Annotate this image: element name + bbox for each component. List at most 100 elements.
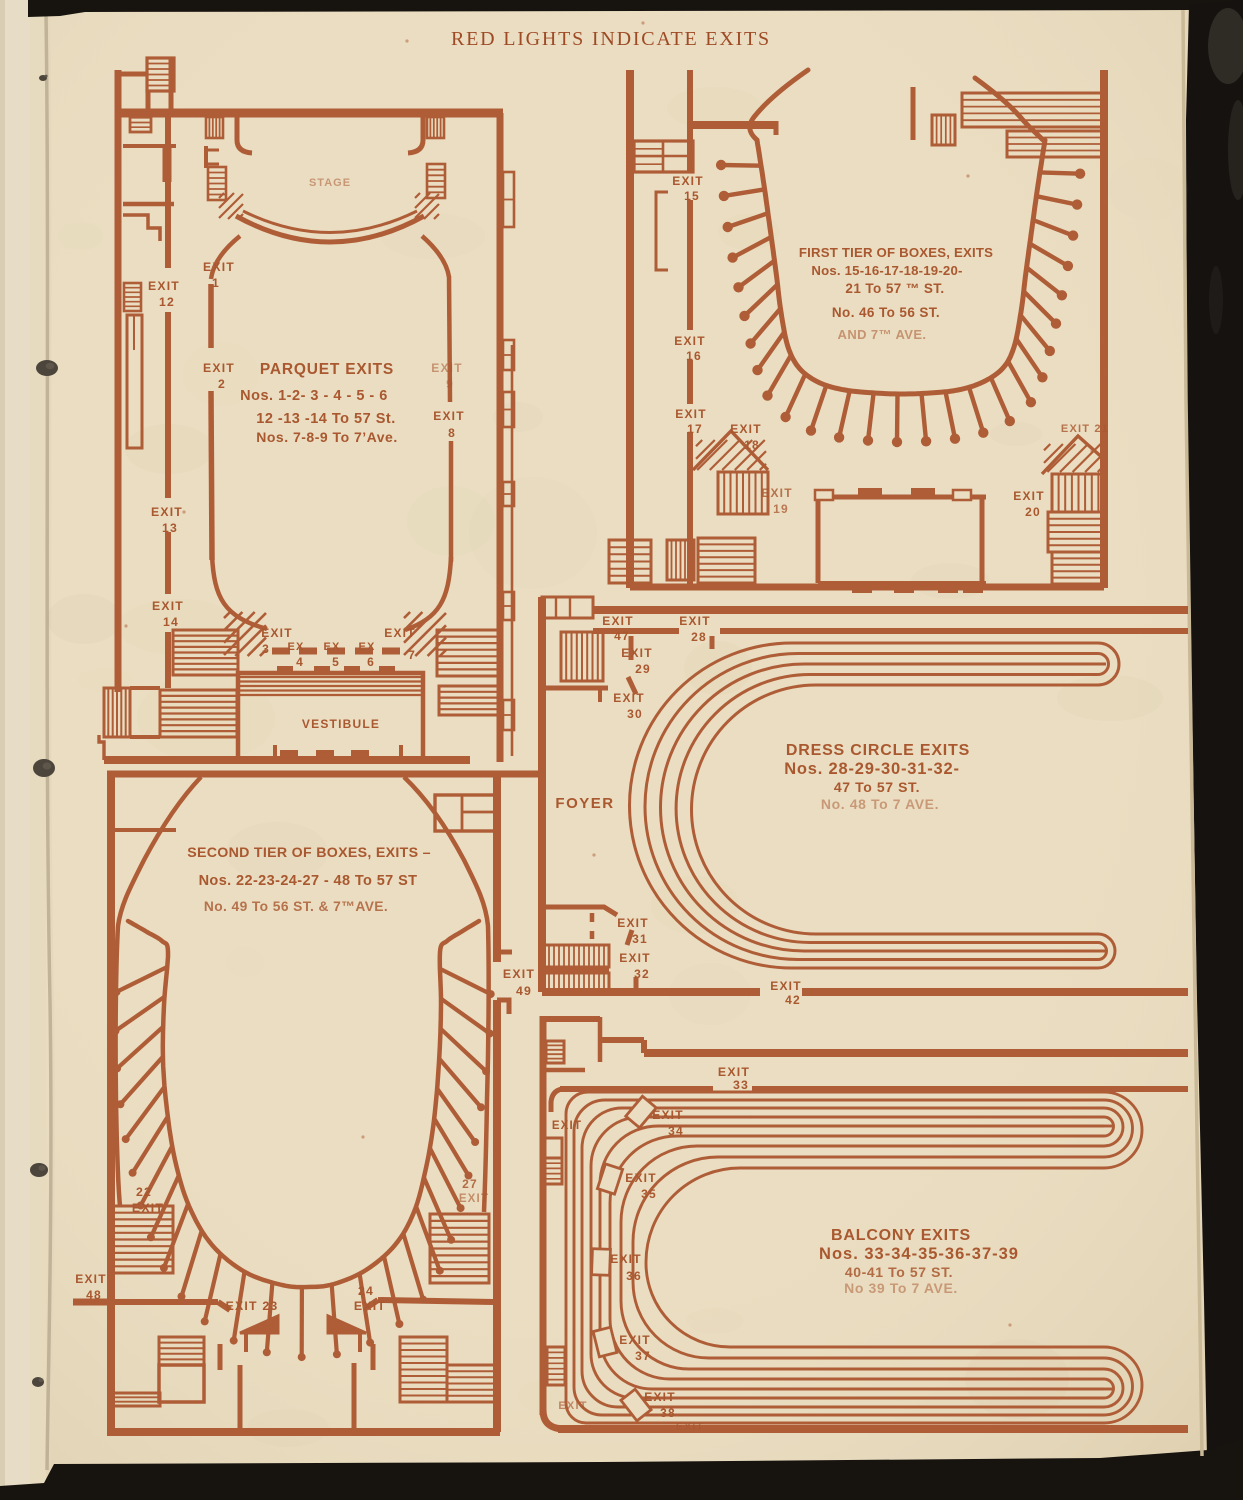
svg-text:47 To 57 ST.: 47 To 57 ST. — [834, 779, 920, 795]
svg-text:EXIT: EXIT — [75, 1272, 106, 1286]
svg-text:EXIT: EXIT — [459, 1193, 489, 1205]
svg-text:Nos. 15-16-17-18-19-20-: Nos. 15-16-17-18-19-20- — [811, 263, 962, 278]
svg-text:EXIT: EXIT — [1013, 489, 1044, 503]
svg-text:EXIT: EXIT — [619, 951, 650, 965]
svg-text:EXIT: EXIT — [552, 1120, 582, 1132]
svg-text:EXIT: EXIT — [152, 599, 184, 613]
svg-text:2: 2 — [218, 377, 226, 391]
svg-text:47: 47 — [614, 629, 630, 643]
svg-text:21 To 57 ™ ST.: 21 To 57 ™ ST. — [845, 281, 944, 296]
svg-text:14: 14 — [163, 615, 179, 629]
svg-text:EXIT: EXIT — [558, 1400, 587, 1412]
svg-text:6: 6 — [367, 655, 375, 669]
svg-text:No 39 To 7 AVE.: No 39 To 7 AVE. — [844, 1280, 958, 1296]
svg-text:EXIT: EXIT — [503, 967, 535, 981]
svg-text:7: 7 — [408, 648, 416, 662]
svg-text:EXIT: EXIT — [602, 614, 633, 628]
svg-text:EXIT: EXIT — [610, 1252, 641, 1266]
svg-text:19: 19 — [773, 502, 789, 516]
svg-text:9: 9 — [446, 377, 454, 391]
svg-text:1: 1 — [212, 276, 220, 290]
svg-text:EXIT: EXIT — [132, 1201, 164, 1215]
svg-text:36: 36 — [626, 1269, 642, 1283]
svg-text:5: 5 — [332, 655, 340, 669]
svg-text:Nos. 7-8-9 To 7’Ave.: Nos. 7-8-9 To 7’Ave. — [256, 429, 397, 445]
svg-text:EXIT: EXIT — [621, 646, 652, 660]
svg-text:EX: EX — [323, 641, 340, 653]
svg-text:34: 34 — [668, 1124, 684, 1138]
svg-text:No. 48 To 7 AVE.: No. 48 To 7 AVE. — [821, 796, 939, 812]
svg-text:EX: EX — [358, 641, 375, 653]
svg-text:EXIT: EXIT — [203, 361, 235, 375]
svg-text:35: 35 — [641, 1187, 657, 1201]
svg-text:EXIT: EXIT — [644, 1390, 675, 1404]
svg-text:17: 17 — [687, 422, 703, 436]
svg-text:STAGE: STAGE — [309, 177, 351, 189]
svg-text:EXIT 21: EXIT 21 — [1061, 423, 1109, 435]
svg-text:8: 8 — [448, 426, 456, 440]
svg-text:RED LIGHTS INDICATE EXITS: RED LIGHTS INDICATE EXITS — [451, 28, 771, 50]
svg-text:FOYER: FOYER — [555, 795, 614, 812]
svg-text:12: 12 — [159, 295, 175, 309]
svg-text:EXIT: EXIT — [203, 260, 235, 274]
svg-text:31: 31 — [632, 932, 648, 946]
svg-text:BALCONY EXITS: BALCONY EXITS — [831, 1227, 971, 1244]
svg-text:EXIT: EXIT — [652, 1108, 683, 1122]
svg-text:15: 15 — [684, 189, 700, 203]
svg-text:EXIT: EXIT — [674, 334, 705, 348]
svg-text:29: 29 — [635, 662, 651, 676]
svg-text:EXIT: EXIT — [730, 422, 761, 436]
svg-text:EXIT: EXIT — [431, 361, 462, 375]
svg-text:42: 42 — [785, 993, 801, 1007]
svg-text:48: 48 — [86, 1288, 102, 1302]
svg-text:EXIT: EXIT — [433, 409, 464, 423]
svg-text:EXIT: EXIT — [625, 1171, 656, 1185]
svg-text:EXIT 23: EXIT 23 — [226, 1299, 279, 1313]
svg-text:EXIT: EXIT — [679, 614, 710, 628]
svg-text:EXIT: EXIT — [676, 1421, 704, 1433]
svg-text:18: 18 — [744, 438, 760, 452]
svg-text:SECOND TIER OF BOXES, EXITS: SECOND TIER OF BOXES, EXITS – — [187, 845, 431, 861]
svg-text:16: 16 — [686, 349, 702, 363]
svg-text:EXIT: EXIT — [761, 486, 792, 500]
svg-text:EXIT: EXIT — [354, 1299, 386, 1313]
svg-text:EXIT: EXIT — [672, 174, 703, 188]
svg-text:EXIT: EXIT — [151, 505, 183, 519]
svg-text:VESTIBULE: VESTIBULE — [302, 717, 380, 731]
svg-text:40-41 To 57 ST.: 40-41 To 57 ST. — [845, 1264, 953, 1280]
svg-text:28: 28 — [691, 630, 707, 644]
svg-text:EXIT: EXIT — [148, 279, 180, 293]
svg-text:49: 49 — [516, 984, 532, 998]
svg-text:EXIT: EXIT — [770, 979, 801, 993]
svg-text:22: 22 — [136, 1185, 152, 1199]
svg-text:EXIT: EXIT — [675, 407, 706, 421]
svg-text:DRESS CIRCLE EXITS: DRESS CIRCLE EXITS — [786, 742, 970, 759]
svg-text:4: 4 — [296, 655, 304, 669]
svg-text:24: 24 — [358, 1284, 374, 1298]
svg-text:EXIT: EXIT — [718, 1065, 750, 1079]
svg-text:Nos. 22-23-24-27 - 48 To 57 S: Nos. 22-23-24-27 - 48 To 57 ST — [199, 873, 418, 889]
svg-text:3: 3 — [262, 642, 270, 656]
svg-text:32: 32 — [634, 967, 650, 981]
svg-text:EXIT: EXIT — [619, 1333, 650, 1347]
svg-text:30: 30 — [627, 707, 643, 721]
svg-text:38: 38 — [660, 1406, 676, 1420]
svg-text:Nos. 33-34-35-36-37-39: Nos. 33-34-35-36-37-39 — [819, 1245, 1019, 1263]
svg-text:EXIT: EXIT — [384, 626, 415, 640]
svg-text:Nos. 28-29-30-31-32-: Nos. 28-29-30-31-32- — [784, 760, 960, 778]
svg-text:20: 20 — [1025, 505, 1041, 519]
svg-text:No. 49 To 56 ST. & 7™AVE.: No. 49 To 56 ST. & 7™AVE. — [204, 899, 388, 914]
svg-text:27: 27 — [462, 1177, 478, 1191]
svg-text:EX: EX — [287, 641, 304, 653]
svg-text:33: 33 — [733, 1078, 749, 1092]
svg-text:13: 13 — [162, 521, 178, 535]
svg-text:AND 7™ AVE.: AND 7™ AVE. — [838, 327, 927, 342]
svg-text:FIRST TIER OF BOXES, EXITS: FIRST TIER OF BOXES, EXITS — [799, 245, 993, 260]
svg-text:EXIT: EXIT — [613, 691, 644, 705]
svg-text:37: 37 — [635, 1349, 651, 1363]
svg-text:12 -13 -14 To 57 St.: 12 -13 -14 To 57 St. — [256, 411, 395, 427]
svg-text:Nos. 1-2- 3 - 4 - 5 - 6: Nos. 1-2- 3 - 4 - 5 - 6 — [240, 388, 388, 404]
svg-text:No. 46 To 56 ST.: No. 46 To 56 ST. — [832, 305, 940, 320]
svg-text:PARQUET EXITS: PARQUET EXITS — [260, 361, 394, 378]
svg-text:EXIT: EXIT — [261, 626, 292, 640]
